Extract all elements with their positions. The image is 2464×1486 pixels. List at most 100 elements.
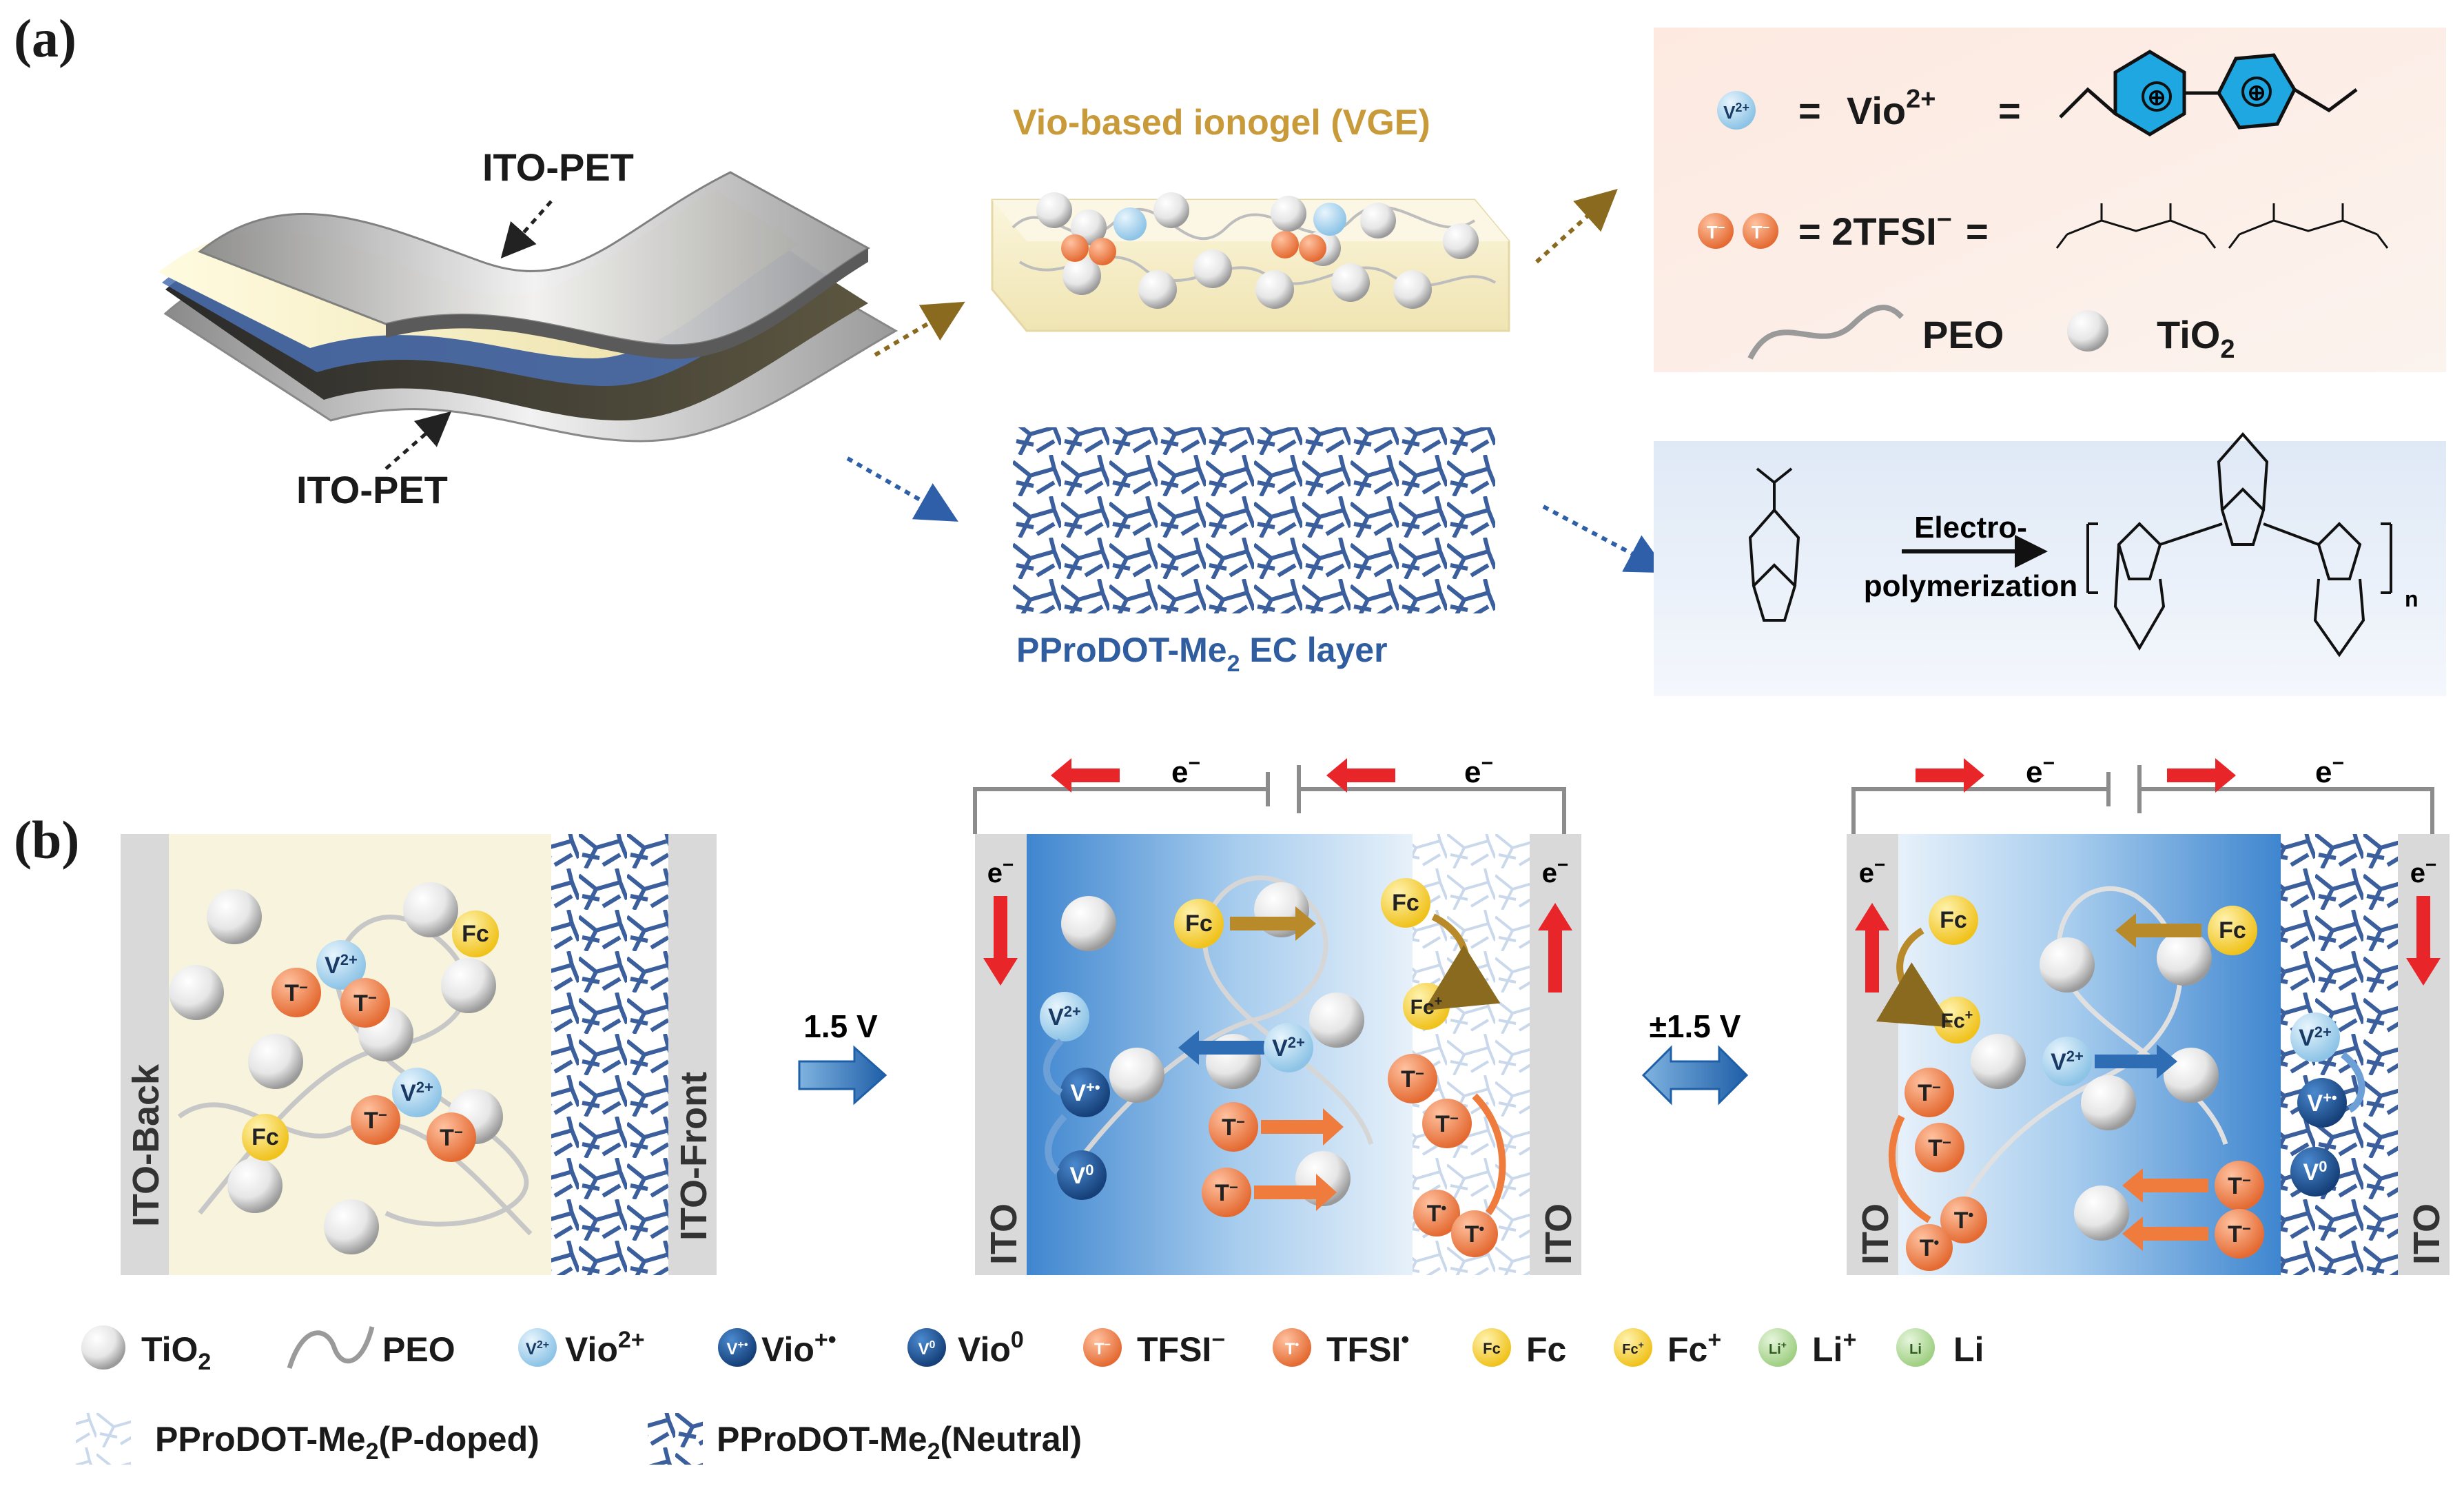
electron-label-c2-ito-right: e− <box>1542 854 1569 888</box>
ito-front-label: ITO-Front <box>673 1072 715 1241</box>
vio-ion-badge <box>1717 91 1756 130</box>
legend-tfsi-minus-icon-text: T− <box>1094 1339 1111 1358</box>
ion-label-c3-vplus: V+• <box>2307 1089 2337 1117</box>
vge-block <box>991 192 1510 332</box>
electron-arrow-c2-right <box>1326 758 1395 793</box>
viologen-structure <box>2059 50 2358 136</box>
tfsi-badge-2 <box>1743 213 1778 249</box>
electron-label-c2-left: e− <box>1171 752 1200 789</box>
vge-composition-box <box>1654 28 2446 372</box>
ion-label-c3-trad-1: T• <box>1954 1206 1973 1234</box>
polymer-n: n <box>2405 587 2419 611</box>
legend-vio-radical: Vio+• <box>761 1327 836 1369</box>
prodot-monomer-structure <box>1748 467 1800 622</box>
viologen-plus-2 <box>2241 77 2272 107</box>
legend-peo: PEO <box>382 1330 455 1369</box>
ion-label-c2-fc-2: Fc <box>1392 890 1419 916</box>
electron-arrow-c3-right <box>2167 758 2236 793</box>
arrow-to-vge-legend <box>1534 188 1618 264</box>
legend-vio2: Vio2+ <box>565 1327 645 1369</box>
ion-label-v2-2: V2+ <box>400 1079 433 1106</box>
legend-li: Li <box>1953 1330 1984 1369</box>
ion-label-fc-2: Fc <box>251 1124 279 1150</box>
vio-name: Vio2+ <box>1847 85 1936 132</box>
legend-tfsi-radical: TFSI• <box>1326 1327 1409 1369</box>
legend-tfsi-radical-icon <box>1273 1328 1311 1367</box>
arrow-to-ec-layer <box>846 456 958 522</box>
legend-fc-plus-icon <box>1614 1328 1652 1367</box>
electron-up-arrow-c3 <box>1855 903 1889 993</box>
ion-label-c3-t-1: T− <box>1918 1079 1941 1106</box>
ec-layer-title: PProDOT-Me2 EC layer <box>1016 631 1388 677</box>
legend-tfsi-radical-icon-text: T• <box>1285 1339 1300 1358</box>
legend-fc-icon <box>1472 1328 1511 1367</box>
ions-cell-bleaching <box>1876 895 2365 1271</box>
tio2-label: TiO2 <box>2157 313 2235 364</box>
legend-vio2-icon <box>518 1328 557 1367</box>
ito-front-electrode <box>668 834 717 1275</box>
legend-vio-radical-icon-text: V+• <box>727 1339 748 1358</box>
electron-down-arrow-c2 <box>983 896 1018 986</box>
electron-label-c3-left: e− <box>2026 752 2055 789</box>
legend-vio0-icon-text: V0 <box>918 1339 936 1358</box>
vge-title: Vio-based ionogel (VGE) <box>1013 103 1430 143</box>
ito-label-c2-right: ITO <box>1538 1203 1579 1265</box>
peo-chain-icon <box>1747 305 1904 360</box>
cell-initial <box>121 834 717 1275</box>
tfsi-structure-2 <box>2228 203 2389 249</box>
ion-label-c3-fc-1: Fc <box>1940 907 1967 933</box>
ion-label-t-3: T− <box>364 1106 387 1134</box>
ion-label-fc-1: Fc <box>462 921 489 947</box>
ion-label-t-4: T− <box>440 1123 463 1151</box>
legend-li-plus: Li+ <box>1812 1327 1856 1369</box>
legend-neutral-icon <box>648 1413 703 1465</box>
ion-label-c3-t-2: T− <box>1928 1134 1951 1161</box>
legend-fc: Fc <box>1526 1330 1566 1369</box>
ion-label-c2-v2-2: V2+ <box>1272 1034 1305 1061</box>
legend-li-icon <box>1896 1328 1935 1367</box>
electron-label-c3-ito-right: e− <box>2410 854 2437 888</box>
ito-pet-bottom-label: ITO-PET <box>296 468 448 511</box>
electron-arrow-c2-left <box>1051 758 1120 793</box>
flexible-device-stack <box>158 171 899 442</box>
ion-label-c2-t-2: T− <box>1215 1179 1238 1206</box>
ion-label-c2-trad-1: T• <box>1427 1199 1446 1227</box>
voltage-label-2: ±1.5 V <box>1650 1008 1741 1044</box>
tfsi-formula: = 2TFSI−= <box>1798 205 1989 253</box>
ito-back-label: ITO-Back <box>125 1063 167 1227</box>
legend-vio0-icon <box>907 1328 946 1367</box>
arrow-to-reaction <box>1542 505 1669 573</box>
electron-label-c2-ito-left: e− <box>987 854 1014 888</box>
ion-label-v2-1: V2+ <box>325 951 358 979</box>
electron-label-c3-ito-left: e− <box>1859 854 1886 888</box>
panel-b-label: (b) <box>14 810 79 870</box>
legend-peo-icon <box>287 1326 375 1370</box>
ion-label-c3-fc-2: Fc <box>2219 917 2246 944</box>
legend-tfsi-minus: TFSI− <box>1137 1327 1225 1369</box>
electron-label-c3-right: e− <box>2315 752 2344 789</box>
tfsi-structure-1 <box>2055 203 2217 249</box>
polymer-structure <box>2086 431 2392 658</box>
legend-vio2-icon-text: V2+ <box>526 1339 549 1358</box>
legend-li-icon-text: Li <box>1909 1342 1922 1357</box>
legend: TiO2 PEO V2+ Vio2+ V+• Vio+• V0 Vio0 T− … <box>76 1325 1984 1465</box>
viologen-plus-2-text: ⊕ <box>2248 80 2266 105</box>
ion-label-c2-fc-1: Fc <box>1185 910 1213 937</box>
peo-label: PEO <box>1922 313 2004 356</box>
ito-label-c2-left: ITO <box>983 1203 1025 1265</box>
ion-label-c3-v0: V0 <box>2303 1158 2328 1185</box>
ion-label-c3-t-3: T− <box>2228 1172 2251 1199</box>
arrow-to-vge <box>874 301 965 357</box>
viologen-plus-1-text: ⊕ <box>2148 85 2166 110</box>
ion-label-c3-v2-2: V2+ <box>2299 1024 2332 1051</box>
ito-back-electrode <box>121 834 169 1275</box>
electron-up-arrow-c2 <box>1538 903 1572 993</box>
legend-vio0: Vio0 <box>958 1327 1024 1369</box>
ion-label-c3-t-4: T− <box>2228 1220 2251 1248</box>
ion-label-c2-vplus: V+• <box>1070 1079 1100 1106</box>
viologen-plus-1 <box>2142 81 2172 112</box>
legend-neutral: PProDOT-Me2(Neutral) <box>717 1420 1082 1465</box>
tio2-ball-icon <box>2067 310 2108 352</box>
ion-label-t-1: T− <box>285 979 308 1006</box>
reaction-label-top: Electro- <box>1914 511 2027 544</box>
